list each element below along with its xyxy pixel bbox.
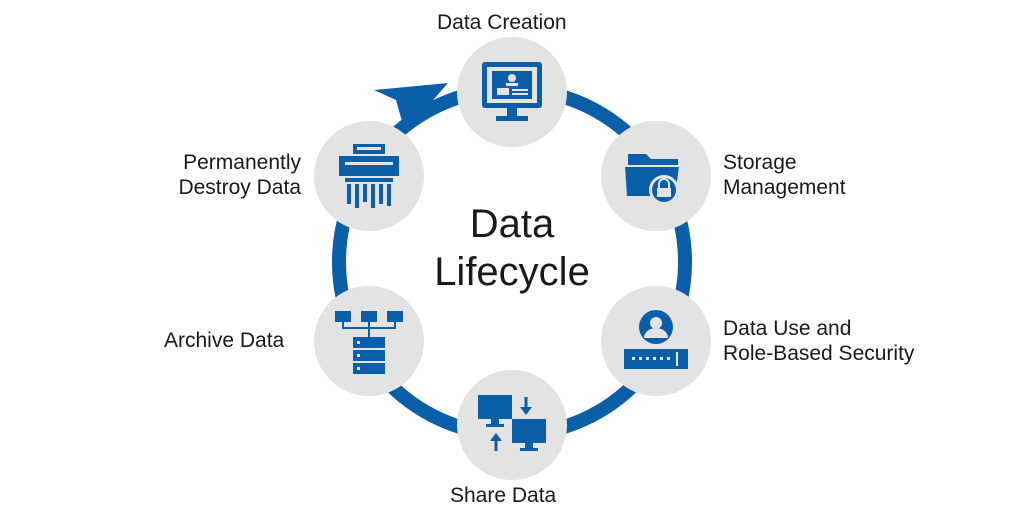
title-line-1: Data	[469, 202, 555, 246]
shredder-icon	[339, 144, 399, 208]
cycle-arrowhead	[374, 83, 448, 132]
folder-lock-icon	[622, 154, 682, 205]
label-destroy-data: Permanently Destroy Data	[178, 151, 301, 199]
label-archive-data: Archive Data	[164, 329, 285, 352]
label-data-use: Data Use and Role-Based Security	[723, 317, 915, 365]
computers-exchange-icon	[478, 395, 546, 451]
archive-network-icon	[335, 311, 403, 374]
node-data-use	[601, 286, 711, 396]
label-data-creation: Data Creation	[437, 11, 567, 34]
node-archive-data	[314, 286, 424, 396]
node-share-data	[457, 370, 567, 480]
diagram-title: Data Lifecycle	[407, 200, 617, 296]
node-destroy-data	[314, 121, 424, 231]
node-data-creation	[457, 37, 567, 147]
user-server-icon	[624, 310, 688, 369]
node-storage-management	[601, 121, 711, 231]
label-share-data: Share Data	[450, 484, 557, 507]
monitor-id-card-icon	[482, 62, 542, 121]
label-storage-management: Storage Management	[723, 151, 846, 199]
title-line-2: Lifecycle	[434, 250, 590, 294]
